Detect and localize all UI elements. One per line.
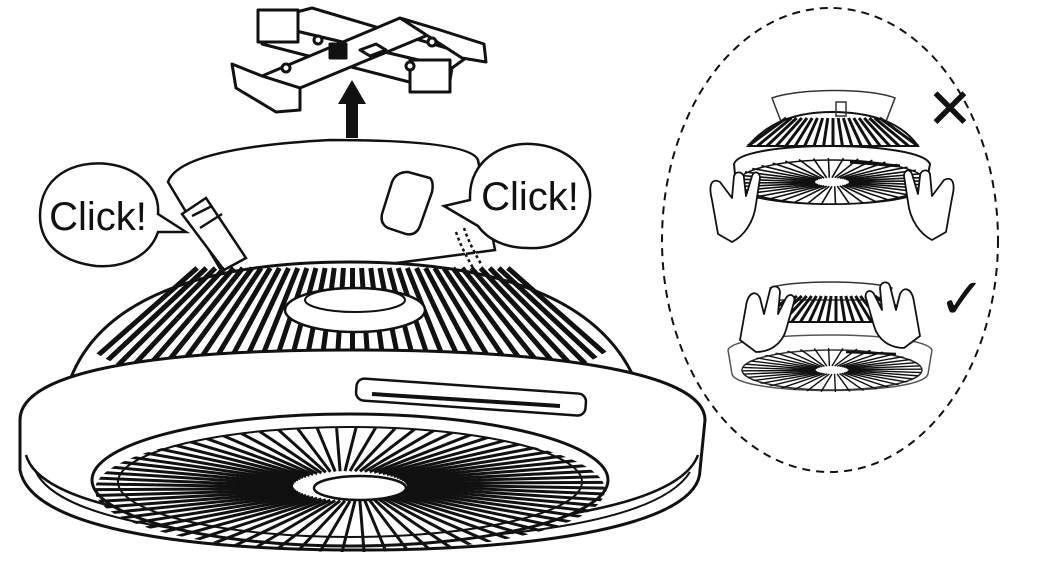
line-stroke: [829, 348, 830, 366]
fan-motor-housing: [285, 288, 425, 332]
hand-icon: [710, 172, 760, 242]
arrow-up-icon: [338, 80, 366, 138]
line-stroke: [835, 186, 836, 206]
line-stroke: [406, 482, 609, 483]
fan-center-hub: [314, 476, 406, 500]
callout-left-text: Click!: [49, 195, 147, 239]
small-fan-incorrect: [734, 91, 930, 207]
hand-icon: [904, 170, 954, 240]
line-stroke: [90, 489, 293, 490]
small-fan-incorrect-cage: [748, 118, 918, 146]
callout-left: Click!: [40, 163, 186, 266]
wrong-mark: ✕: [927, 77, 974, 140]
line-stroke: [835, 374, 836, 392]
right-mark: ✓: [939, 267, 986, 330]
line-stroke: [828, 158, 829, 178]
callout-right-text: Click!: [481, 175, 579, 219]
ceiling-fan-icon: [20, 262, 705, 554]
